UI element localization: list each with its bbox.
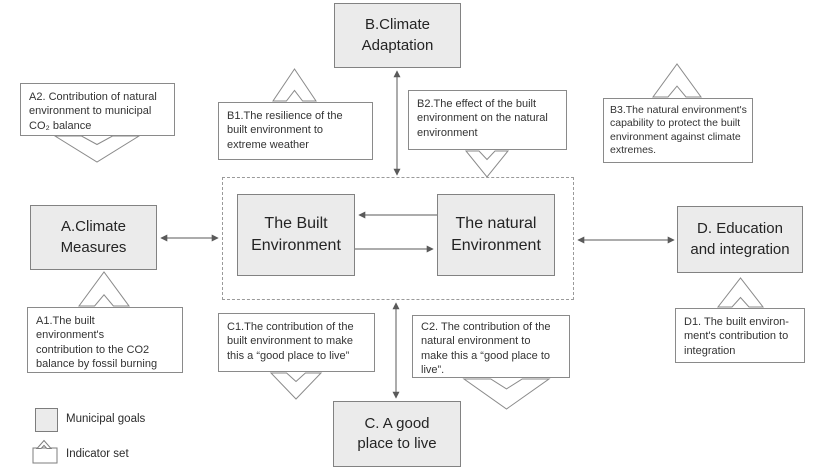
built-environment-box: The Built Environment bbox=[237, 194, 355, 276]
goal-box-b-climate-adaptation: B.Climate Adaptation bbox=[334, 3, 461, 68]
goal-box-d-education-integration: D. Education and integration bbox=[677, 206, 803, 273]
indicator-b2-line1: B2.The effect of the built bbox=[417, 98, 537, 110]
legend-indicator-set-label: Indicator set bbox=[66, 448, 129, 460]
indicator-d1-line2: ment's contribution to bbox=[684, 330, 789, 343]
block-arrow-b2-down-icon bbox=[464, 150, 510, 178]
indicator-box-a2: A2. Contribution of natural environment … bbox=[20, 83, 175, 136]
indicator-b3-line1: B3.The natural environment's bbox=[610, 104, 747, 116]
indicator-c2-line1: C2. The contribution of the bbox=[421, 321, 551, 333]
indicator-a1-line4: balance by fossil burning bbox=[36, 357, 158, 370]
indicator-b2-line2: environment on the natural bbox=[417, 112, 548, 125]
goal-a-label-line1: A.Climate bbox=[60, 218, 127, 236]
block-arrow-b1-up-icon bbox=[272, 68, 317, 102]
indicator-b3-line3: environment against climate bbox=[610, 130, 741, 143]
indicator-box-a1: A1.The built environment's contribution … bbox=[27, 307, 183, 373]
indicator-box-b3: B3.The natural environment's capability … bbox=[603, 98, 753, 163]
indicator-box-c2: C2. The contribution of the natural envi… bbox=[412, 315, 570, 378]
indicator-b3-line4: extremes. bbox=[610, 144, 657, 157]
legend-municipal-goals-label: Municipal goals bbox=[66, 413, 146, 425]
goal-a-label-line2: Measures bbox=[60, 238, 127, 256]
indicator-c2-line3: make this a “good place to bbox=[421, 349, 551, 362]
indicator-c2-line2: natural environment to bbox=[421, 335, 531, 348]
legend-indicator-set-icon bbox=[32, 439, 58, 464]
indicator-c1-line1: C1.The contribution of the bbox=[227, 321, 354, 333]
indicator-b1-line3: extreme weather bbox=[227, 138, 309, 151]
indicator-d1-line3: integration bbox=[684, 344, 736, 357]
goal-box-a-climate-measures: A.Climate Measures bbox=[30, 205, 157, 270]
built-environment-label-line1: The Built bbox=[264, 214, 328, 232]
indicator-box-b1: B1.The resilience of the built environme… bbox=[218, 102, 373, 160]
indicator-b2-line3: environment bbox=[417, 126, 478, 139]
block-arrow-c2-down-icon bbox=[462, 378, 551, 410]
goal-c-label-line2: place to live bbox=[357, 435, 437, 452]
indicator-box-d1: D1. The built environ- ment's contributi… bbox=[675, 308, 805, 363]
indicator-d1-line1: D1. The built environ- bbox=[684, 316, 789, 328]
goal-b-label-line2: Adaptation bbox=[361, 36, 434, 54]
indicator-box-b2: B2.The effect of the built environment o… bbox=[408, 90, 567, 150]
indicator-a2-line3: CO₂ balance bbox=[29, 119, 92, 132]
goal-b-label-line1: B.Climate bbox=[364, 16, 431, 34]
indicator-a1-line1: A1.The built bbox=[36, 315, 95, 327]
indicator-c1-line2: built environment to make bbox=[227, 335, 353, 348]
built-environment-label-line2: Environment bbox=[251, 237, 341, 254]
indicator-a2-line1: A2. Contribution of natural bbox=[29, 91, 157, 103]
indicator-b1-line1: B1.The resilience of the bbox=[227, 110, 343, 122]
goal-c-label-line1: C. A good bbox=[364, 414, 430, 432]
legend-municipal-goals-swatch-icon bbox=[35, 408, 58, 432]
indicator-b1-line2: built environment to bbox=[227, 124, 323, 137]
natural-environment-box: The natural Environment bbox=[437, 194, 555, 276]
goal-d-label-line2: and integration bbox=[690, 240, 790, 258]
indicator-a1-line2: environment's bbox=[36, 329, 105, 342]
block-arrow-a1-up-icon bbox=[78, 271, 130, 307]
block-arrow-a2-down-icon bbox=[53, 135, 141, 163]
indicator-c2-line4: live”. bbox=[421, 363, 445, 376]
natural-environment-label-line1: The natural bbox=[455, 214, 537, 232]
indicator-c1-line3: this a “good place to live” bbox=[227, 349, 350, 362]
natural-environment-label-line2: Environment bbox=[451, 237, 541, 254]
indicator-b3-line2: capability to protect the built bbox=[610, 117, 741, 130]
indicator-box-c1: C1.The contribution of the built environ… bbox=[218, 313, 375, 372]
indicator-a2-line2: environment to municipal bbox=[29, 105, 152, 118]
block-arrow-b3-up-icon bbox=[652, 63, 702, 98]
indicator-a1-line3: contribution to the CO2 bbox=[36, 343, 150, 356]
goal-d-label-line1: D. Education bbox=[697, 220, 783, 238]
block-arrow-c1-down-icon bbox=[269, 372, 323, 400]
goal-box-c-good-place-to-live: C. A good place to live bbox=[333, 401, 461, 467]
block-arrow-d1-up-icon bbox=[716, 277, 765, 308]
core-environment-frame bbox=[222, 177, 574, 300]
